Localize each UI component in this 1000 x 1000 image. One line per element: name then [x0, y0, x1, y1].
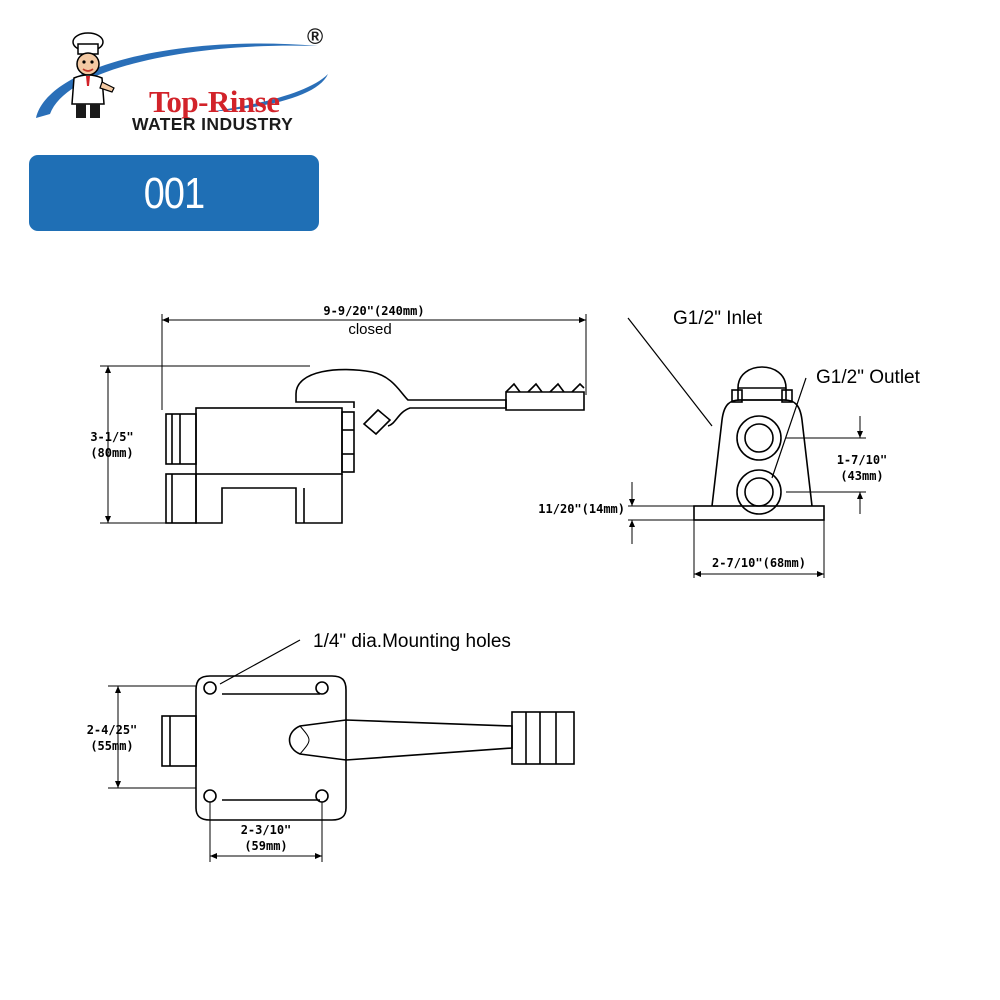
registered-mark: ®	[307, 24, 324, 49]
logo-swoosh-and-chef	[36, 32, 328, 118]
brand-subtitle: WATER INDUSTRY	[132, 114, 294, 134]
inlet-label: G1/2" Inlet	[673, 308, 763, 329]
brand-logo: Top-Rinse WATER INDUSTRY ®	[28, 24, 338, 138]
hole-spacing-mm-label: (59mm)	[244, 839, 287, 853]
top-view	[108, 639, 575, 862]
hole-spacing-label: 2-3/10"	[241, 823, 292, 837]
base-width-label: 2-7/10"(68mm)	[712, 556, 806, 570]
side-view	[100, 314, 587, 524]
height-mm-label: (80mm)	[90, 446, 133, 460]
model-badge: 001	[29, 155, 319, 231]
brand-name: Top-Rinse	[149, 84, 280, 119]
body-width-mm-label: (55mm)	[90, 739, 133, 753]
model-number: 001	[143, 169, 205, 218]
outlet-label: G1/2" Outlet	[816, 367, 921, 388]
overall-length-label: 9-9/20"(240mm)	[323, 304, 424, 318]
end-view	[627, 317, 866, 578]
height-label: 3-1/5"	[90, 430, 133, 444]
base-thickness-label: 11/20"(14mm)	[538, 502, 625, 516]
closed-note: closed	[348, 321, 391, 338]
port-spacing-label: 1-7/10"	[837, 453, 888, 467]
port-spacing-mm-label: (43mm)	[840, 469, 883, 483]
body-width-label: 2-4/25"	[87, 723, 138, 737]
mounting-holes-label: 1/4" dia.Mounting holes	[313, 631, 511, 652]
